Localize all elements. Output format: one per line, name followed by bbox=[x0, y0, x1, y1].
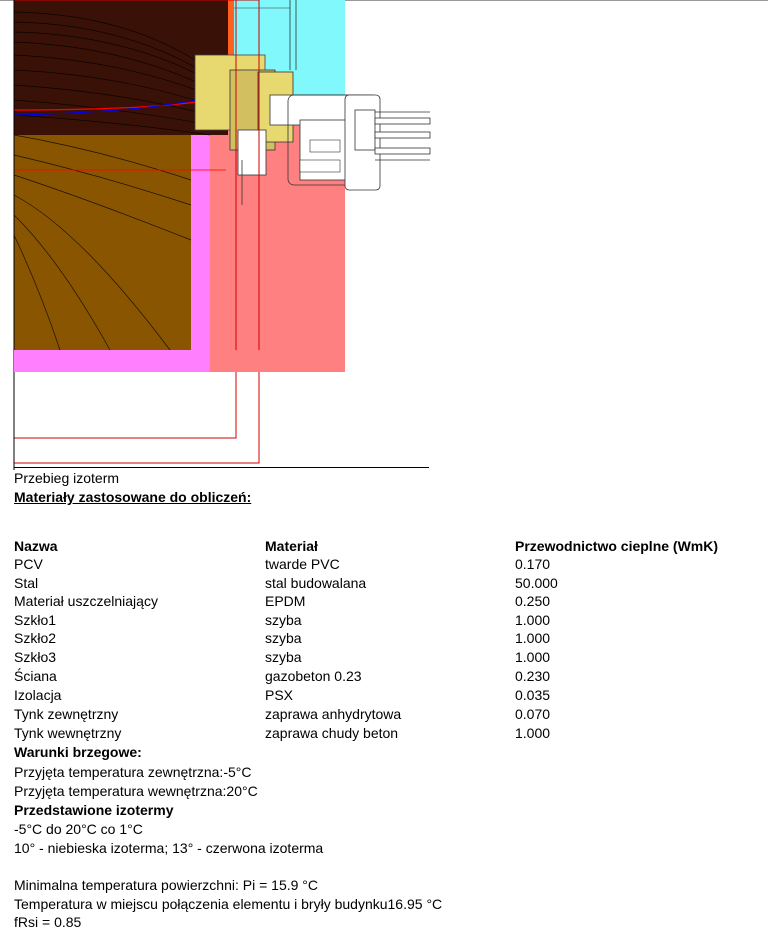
table-header: Nazwa Materiał Przewodnictwo cieplne (Wm… bbox=[14, 537, 768, 555]
isotherms-legend: 10° - niebieska izoterma; 13° - czerwona… bbox=[14, 840, 324, 856]
cell-conductivity: 0.170 bbox=[515, 556, 551, 572]
wall-layer bbox=[14, 135, 191, 350]
junction-temperature: Temperatura w miejscu połączenia element… bbox=[14, 896, 443, 912]
cell-material: twarde PVC bbox=[265, 556, 340, 572]
cell-name: Szkło3 bbox=[14, 649, 57, 665]
cell-conductivity: 50.000 bbox=[515, 575, 558, 591]
cell-material: szyba bbox=[265, 649, 302, 665]
frsi-value: fRsi = 0.85 bbox=[14, 914, 82, 930]
min-surface-temperature: Minimalna temperatura powierzchni: Pi = … bbox=[14, 877, 319, 893]
cell-name: Tynk wewnętrzny bbox=[14, 725, 122, 741]
table-row: Stal stal budowalana 50.000 bbox=[14, 574, 768, 592]
table-row: Szkło2 szyba 1.000 bbox=[14, 629, 768, 647]
cell-conductivity: 0.230 bbox=[515, 668, 551, 684]
boundary-heading: Warunki brzegowe: bbox=[14, 744, 142, 760]
cell-material: szyba bbox=[265, 612, 302, 628]
isotherms-range: -5°C do 20°C co 1°C bbox=[14, 821, 143, 837]
external-temperature: Przyjęta temperatura zewnętrzna:-5°C bbox=[14, 764, 252, 780]
exterior-plaster bbox=[226, 0, 234, 60]
cell-name: Izolacja bbox=[14, 687, 62, 703]
cell-material: EPDM bbox=[265, 593, 306, 609]
table-row: Ściana gazobeton 0.23 0.230 bbox=[14, 667, 768, 685]
table-row: PCV twarde PVC 0.170 bbox=[14, 555, 768, 573]
table-row: Szkło3 szyba 1.000 bbox=[14, 648, 768, 666]
glazing bbox=[374, 111, 431, 161]
cell-conductivity: 1.000 bbox=[515, 649, 551, 665]
table-row: Tynk wewnętrzny zaprawa chudy beton 1.00… bbox=[14, 724, 768, 742]
header-material: Materiał bbox=[265, 538, 318, 554]
cell-material: stal budowalana bbox=[265, 575, 367, 591]
cell-name: Ściana bbox=[14, 668, 57, 684]
cell-conductivity: 1.000 bbox=[515, 630, 551, 646]
cell-material: PSX bbox=[265, 687, 294, 703]
cell-name: Szkło2 bbox=[14, 630, 57, 646]
cell-conductivity: 0.070 bbox=[515, 706, 551, 722]
figure-caption: Przebieg izoterm bbox=[14, 470, 120, 486]
cell-name: Tynk zewnętrzny bbox=[14, 706, 119, 722]
materials-heading: Materiały zastosowane do obliczeń: bbox=[14, 489, 252, 505]
cell-name: Stal bbox=[14, 575, 39, 591]
table-row: Tynk zewnętrzny zaprawa anhydrytowa 0.07… bbox=[14, 705, 768, 723]
cell-material: zaprawa chudy beton bbox=[265, 725, 399, 741]
cell-material: gazobeton 0.23 bbox=[265, 668, 362, 684]
caption-rule bbox=[14, 467, 429, 468]
isotherm-diagram bbox=[0, 0, 768, 470]
isotherm-lines bbox=[13, 11, 211, 351]
cell-conductivity: 0.035 bbox=[515, 687, 551, 703]
window-frame bbox=[194, 54, 381, 191]
internal-temperature: Przyjęta temperatura wewnętrzna:20°C bbox=[14, 783, 258, 799]
header-conductivity: Przewodnictwo cieplne (WmK) bbox=[515, 538, 719, 554]
cell-material: zaprawa anhydrytowa bbox=[265, 706, 402, 722]
cell-material: szyba bbox=[265, 630, 302, 646]
cell-conductivity: 1.000 bbox=[515, 725, 551, 741]
cell-conductivity: 0.250 bbox=[515, 593, 551, 609]
cell-name: Materiał uszczelniający bbox=[14, 593, 158, 609]
table-row: Materiał uszczelniający EPDM 0.250 bbox=[14, 592, 768, 610]
table-row: Szkło1 szyba 1.000 bbox=[14, 611, 768, 629]
cell-conductivity: 1.000 bbox=[515, 612, 551, 628]
cell-name: PCV bbox=[14, 556, 43, 572]
cell-name: Szkło1 bbox=[14, 612, 57, 628]
insulation-layer bbox=[14, 0, 228, 135]
table-row: Izolacja PSX 0.035 bbox=[14, 686, 768, 704]
isotherms-heading: Przedstawione izotermy bbox=[14, 802, 174, 818]
header-name: Nazwa bbox=[14, 538, 58, 554]
